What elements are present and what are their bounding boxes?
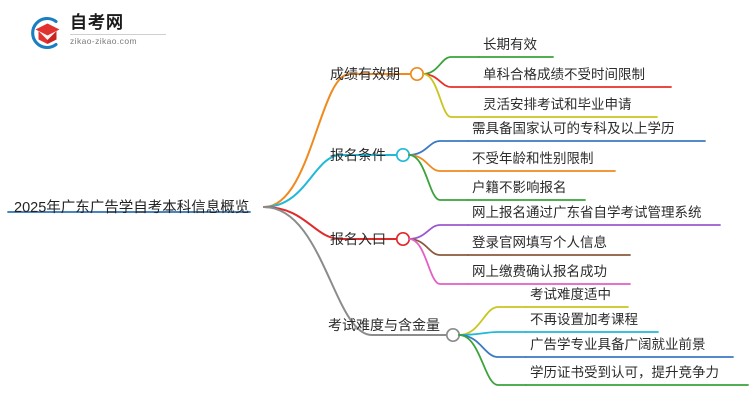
leaf-label-2-2[interactable]: 不受年龄和性别限制 xyxy=(472,151,594,166)
leaf-label-1-1[interactable]: 长期有效 xyxy=(483,37,537,52)
leaf-label-4-3[interactable]: 广告学专业具备广阔就业前景 xyxy=(530,337,706,352)
connector-line xyxy=(458,331,527,336)
leaf-label-4-4[interactable]: 学历证书受到认可，提升竞争力 xyxy=(530,365,719,380)
connector-line xyxy=(408,238,469,256)
connector-line xyxy=(422,73,480,118)
leaf-label-3-1[interactable]: 网上报名通过广东省自学考试管理系统 xyxy=(472,205,702,220)
connector-line xyxy=(422,56,480,75)
connector-line xyxy=(408,154,469,201)
branch-label-4[interactable]: 考试难度与含金量 xyxy=(328,317,440,333)
branch-label-2[interactable]: 报名条件 xyxy=(330,147,386,163)
connector-line xyxy=(408,140,469,156)
root-node-label[interactable]: 2025年广东广告学自考本科信息概览 xyxy=(14,200,250,216)
logo-title: 自考网 xyxy=(70,13,124,32)
branch-label-3[interactable]: 报名入口 xyxy=(330,231,386,247)
connector-line xyxy=(408,154,469,172)
branch-label-1[interactable]: 成绩有效期 xyxy=(330,66,400,82)
branch-node-2[interactable] xyxy=(395,147,411,163)
leaf-label-1-3[interactable]: 灵活安排考试和毕业申请 xyxy=(483,97,632,112)
connector-line xyxy=(458,334,527,358)
connector-line xyxy=(408,238,469,285)
leaf-label-3-3[interactable]: 网上缴费确认报名成功 xyxy=(472,264,607,279)
connector-line xyxy=(408,224,469,240)
leaf-label-4-1[interactable]: 考试难度适中 xyxy=(530,287,611,302)
graduation-cap-logo-icon xyxy=(31,16,60,50)
site-logo: 自考网 zikao-zikao.com xyxy=(26,11,166,55)
branch-node-4[interactable] xyxy=(445,327,461,343)
logo-divider xyxy=(70,34,166,35)
connector-line xyxy=(458,306,527,336)
branch-node-1[interactable] xyxy=(409,66,425,82)
leaf-label-2-3[interactable]: 户籍不影响报名 xyxy=(472,180,567,195)
connector-line xyxy=(422,73,480,88)
leaf-label-1-2[interactable]: 单科合格成绩不受时间限制 xyxy=(483,67,645,82)
leaf-label-4-2[interactable]: 不再设置加考课程 xyxy=(530,312,638,327)
branch-node-3[interactable] xyxy=(395,231,411,247)
logo-domain: zikao-zikao.com xyxy=(70,36,137,46)
connector-line xyxy=(458,334,527,386)
connector-line xyxy=(263,73,411,208)
connector-line xyxy=(263,206,447,336)
leaf-label-3-2[interactable]: 登录官网填写个人信息 xyxy=(472,235,607,250)
leaf-label-2-1[interactable]: 需具备国家认可的专科及以上学历 xyxy=(472,121,675,136)
